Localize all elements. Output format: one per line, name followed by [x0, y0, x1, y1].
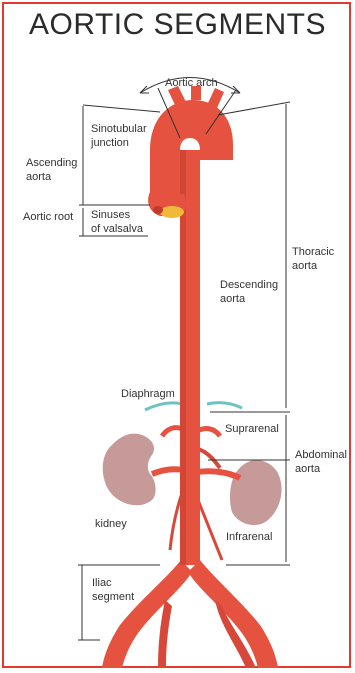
label-kidney: kidney	[95, 518, 127, 530]
right-kidney	[230, 460, 282, 525]
gonadal-right	[198, 500, 222, 560]
label-abdominal-1: Abdominal	[295, 449, 347, 461]
left-renal-artery	[152, 469, 183, 474]
label-aortic-arch: Aortic arch	[165, 77, 218, 89]
label-descending-2: aorta	[220, 293, 246, 305]
label-sinuses-1: Sinuses	[91, 209, 131, 221]
sinotubular-marker	[83, 105, 160, 112]
label-sinotubular-1: Sinotubular	[91, 123, 147, 135]
label-ascending-1: Ascending	[26, 157, 77, 169]
label-thoracic-1: Thoracic	[292, 246, 335, 258]
label-ascending-2: aorta	[26, 171, 52, 183]
label-iliac-1: Iliac	[92, 577, 112, 589]
label-aortic-root: Aortic root	[23, 211, 73, 223]
left-iliac-inner	[158, 600, 172, 668]
label-descending-1: Descending	[220, 279, 278, 291]
diaphragm-left	[145, 403, 183, 410]
right-renal-artery	[197, 471, 240, 478]
right-iliac	[188, 560, 278, 668]
arch-arrowhead-right	[231, 86, 240, 93]
left-iliac	[102, 560, 192, 668]
label-iliac-2: segment	[92, 591, 134, 603]
valve-orifice	[153, 206, 163, 214]
label-suprarenal: Suprarenal	[225, 423, 279, 435]
label-diaphragm: Diaphragm	[121, 388, 175, 400]
diaphragm-right	[207, 403, 242, 408]
label-sinotubular-2: junction	[90, 137, 129, 149]
label-abdominal-2: aorta	[295, 463, 321, 475]
label-thoracic-2: aorta	[292, 260, 318, 272]
aortic-valve	[160, 206, 184, 218]
left-kidney	[103, 434, 156, 506]
arch-arrowhead-left	[140, 86, 149, 93]
label-sinuses-2: of valsalva	[91, 223, 144, 235]
thoracic-top-marker	[218, 102, 290, 115]
label-infrarenal: Infrarenal	[226, 531, 272, 543]
